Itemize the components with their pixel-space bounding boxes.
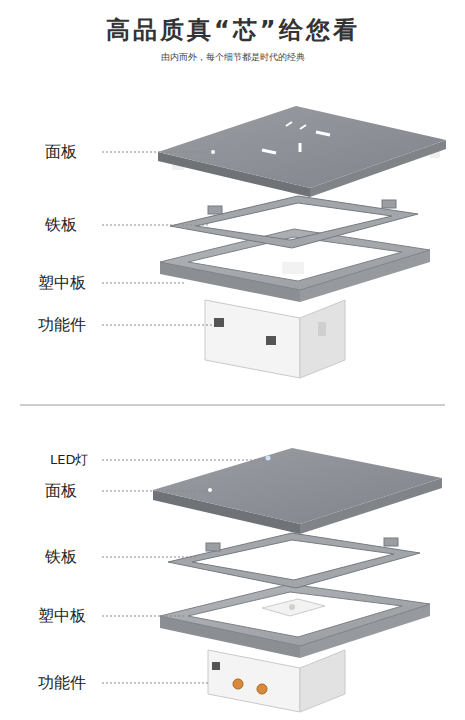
part-label: 功能件 — [38, 315, 86, 334]
part-label: 面板 — [45, 481, 77, 500]
socket-hole — [316, 132, 330, 135]
leader-line — [102, 491, 208, 492]
panel-top — [158, 106, 446, 188]
terminal — [233, 679, 243, 689]
module-top — [262, 599, 325, 616]
iron-frame — [170, 196, 418, 248]
module-detail — [289, 604, 295, 610]
part-label: 铁板 — [45, 215, 77, 234]
led-dot — [266, 456, 271, 461]
iron-tab — [384, 538, 398, 546]
leader-line — [102, 225, 208, 226]
leader-line — [102, 557, 198, 558]
face-panel — [153, 448, 442, 534]
part-label: 塑中板 — [38, 606, 86, 625]
subtitle: 由内而外，每个细节都是时代的经典 — [161, 52, 305, 63]
functional-part — [208, 650, 345, 712]
socket-hole — [299, 143, 302, 152]
module-side — [300, 650, 345, 712]
iron-plate — [168, 533, 420, 588]
socket-hole — [262, 150, 276, 153]
page-title: 高品质真“芯”给您看 — [106, 14, 360, 46]
module-detail — [318, 322, 326, 336]
leader-line — [102, 283, 185, 284]
iron-tab — [208, 206, 222, 214]
module-detail — [214, 318, 224, 327]
module-top — [282, 262, 304, 274]
part-label: 铁板 — [45, 547, 77, 566]
leader-line — [102, 683, 208, 684]
section-divider — [20, 405, 445, 406]
part-label: 功能件 — [38, 673, 86, 692]
functional-part — [205, 300, 345, 378]
iron-plate — [170, 196, 418, 248]
iron-frame — [168, 533, 420, 588]
iron-tab — [206, 543, 220, 551]
leader-line — [102, 152, 211, 153]
module-side — [300, 300, 345, 378]
panel-dot — [208, 488, 212, 492]
part-label: 塑中板 — [38, 273, 86, 292]
module-front — [208, 650, 300, 712]
leader-line — [102, 616, 185, 617]
socket-hole — [286, 122, 292, 126]
panel-dot — [211, 150, 215, 154]
face-panel — [158, 106, 446, 197]
leader-line — [102, 460, 264, 461]
panel-top — [153, 448, 442, 524]
leader-line — [102, 325, 212, 326]
iron-tab — [382, 200, 396, 208]
plate-frame — [160, 584, 430, 646]
socket-hole — [300, 125, 306, 129]
plate-frame — [160, 229, 430, 290]
module-front — [205, 300, 300, 378]
plastic-middle-plate — [160, 584, 430, 658]
module-detail — [266, 336, 276, 345]
part-label: 面板 — [45, 142, 77, 161]
terminal — [257, 684, 267, 694]
module-detail — [212, 662, 220, 670]
part-label: LED灯 — [50, 452, 88, 468]
leader-lines — [102, 152, 264, 683]
